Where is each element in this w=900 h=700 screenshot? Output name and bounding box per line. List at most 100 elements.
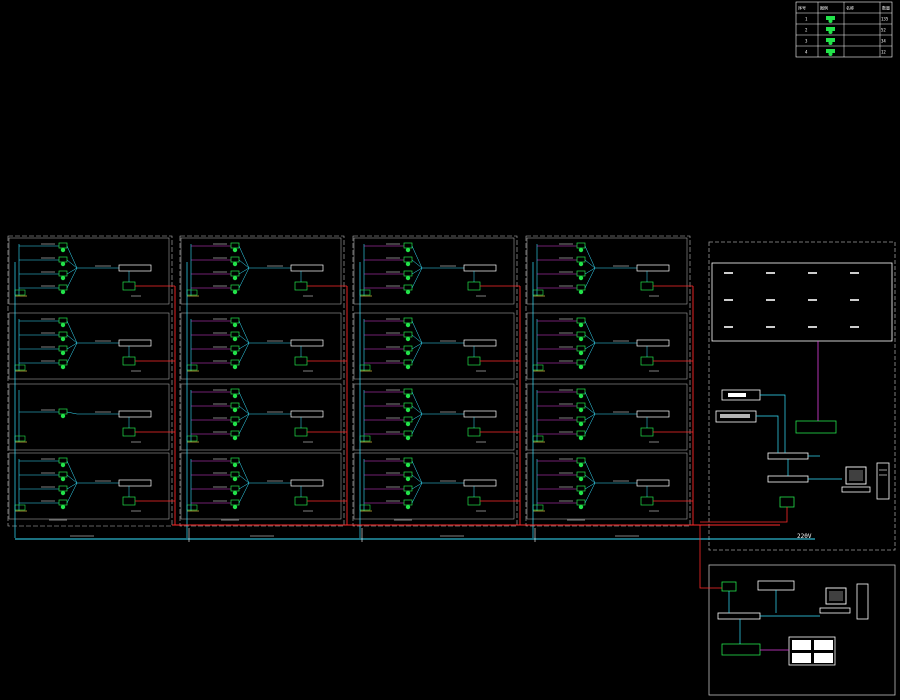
camera-icon — [230, 359, 240, 370]
floor-frame — [353, 452, 515, 520]
camera-uplink — [411, 334, 423, 344]
building-frame — [7, 235, 173, 527]
floor-frame — [180, 237, 342, 305]
camera-icon — [230, 317, 240, 328]
camera-uplink — [584, 267, 596, 289]
camera-uplink — [584, 474, 596, 484]
floor-frame — [180, 452, 342, 520]
camera-icon — [230, 430, 240, 441]
camera-icon — [403, 345, 413, 356]
floor-ups — [122, 281, 136, 291]
camera-icon — [58, 242, 68, 253]
camera-icon — [230, 388, 240, 399]
legend-row-no: 4 — [805, 50, 808, 55]
camera-uplink — [66, 259, 78, 269]
monitoring-center: 220V — [700, 241, 896, 551]
camera-uplink — [66, 460, 78, 484]
camera-uplink — [411, 342, 423, 350]
floor-frame — [526, 452, 688, 520]
camera-uplink — [238, 259, 250, 269]
floor-ups — [294, 496, 308, 506]
legend-row-no: 3 — [805, 39, 808, 44]
camera-icon — [403, 284, 413, 295]
camera-icon — [403, 430, 413, 441]
camera-uplink — [411, 391, 423, 415]
floor-frame — [180, 383, 342, 451]
camera-icon — [230, 457, 240, 468]
camera-icon — [58, 331, 68, 342]
floor-switch — [636, 479, 670, 487]
floor-block — [353, 383, 520, 451]
power-tag — [14, 435, 26, 442]
sub-switch — [717, 612, 761, 620]
power-tag — [14, 364, 26, 371]
camera-icon — [576, 256, 586, 267]
monitoring-center-frame — [708, 241, 896, 551]
floor-switch — [118, 479, 152, 487]
camera-uplink — [238, 334, 250, 344]
legend-row-no: 1 — [805, 17, 808, 22]
camera-uplink — [66, 474, 78, 484]
camera-uplink — [238, 482, 250, 490]
floor-block — [526, 383, 693, 451]
camera-uplink — [238, 405, 250, 415]
camera-icon — [230, 256, 240, 267]
camera-uplink — [584, 245, 596, 269]
monitor-screen-mark — [766, 326, 775, 328]
camera-uplink — [584, 405, 596, 415]
camera-icon — [58, 256, 68, 267]
floor-ups — [294, 281, 308, 291]
camera-icon — [230, 416, 240, 427]
floor-block — [353, 312, 520, 380]
monitor-screen-mark — [808, 299, 817, 301]
floor-switch — [463, 264, 497, 272]
camera-uplink — [411, 267, 423, 289]
camera-uplink — [584, 482, 596, 504]
floor-frame — [353, 383, 515, 451]
camera-icon — [576, 499, 586, 510]
power-tag — [532, 504, 544, 511]
camera-uplink — [411, 320, 423, 344]
floor-block — [353, 237, 520, 305]
camera-uplink — [66, 411, 78, 415]
power-tag — [532, 435, 544, 442]
camera-icon — [58, 317, 68, 328]
camera-icon — [403, 359, 413, 370]
sub-monitor-wall — [788, 636, 836, 666]
camera-icon — [403, 471, 413, 482]
core-switch-1 — [767, 452, 809, 460]
monitor-screen-mark — [850, 272, 859, 274]
floor-block — [180, 312, 347, 380]
sub-room-frame — [708, 564, 896, 696]
legend-header: 序号 — [798, 5, 806, 11]
camera-icon — [230, 471, 240, 482]
camera-icon — [403, 402, 413, 413]
camera-uplink — [411, 405, 423, 415]
floor-ups — [467, 427, 481, 437]
camera-icon — [58, 284, 68, 295]
camera-icon — [576, 345, 586, 356]
camera-icon — [403, 242, 413, 253]
sub-decoder — [721, 643, 761, 656]
ups-box — [779, 496, 795, 508]
camera-uplink — [66, 482, 78, 504]
camera-icon — [403, 317, 413, 328]
building-frame — [179, 235, 345, 527]
floor-ups — [294, 356, 308, 366]
camera-uplink — [66, 334, 78, 344]
camera-icon — [403, 270, 413, 281]
floor-frame — [8, 237, 170, 305]
camera-icon — [403, 331, 413, 342]
camera-uplink — [584, 413, 596, 435]
floor-block — [8, 312, 175, 380]
floor-frame — [526, 312, 688, 380]
building-frame — [352, 235, 518, 527]
monitor-screen-mark — [850, 326, 859, 328]
floor-frame — [353, 237, 515, 305]
power-tag — [359, 504, 371, 511]
camera-icon — [58, 270, 68, 281]
building-frame — [525, 235, 691, 527]
video-wall — [711, 262, 893, 342]
floor-frame — [8, 383, 170, 451]
camera-icon — [58, 359, 68, 370]
